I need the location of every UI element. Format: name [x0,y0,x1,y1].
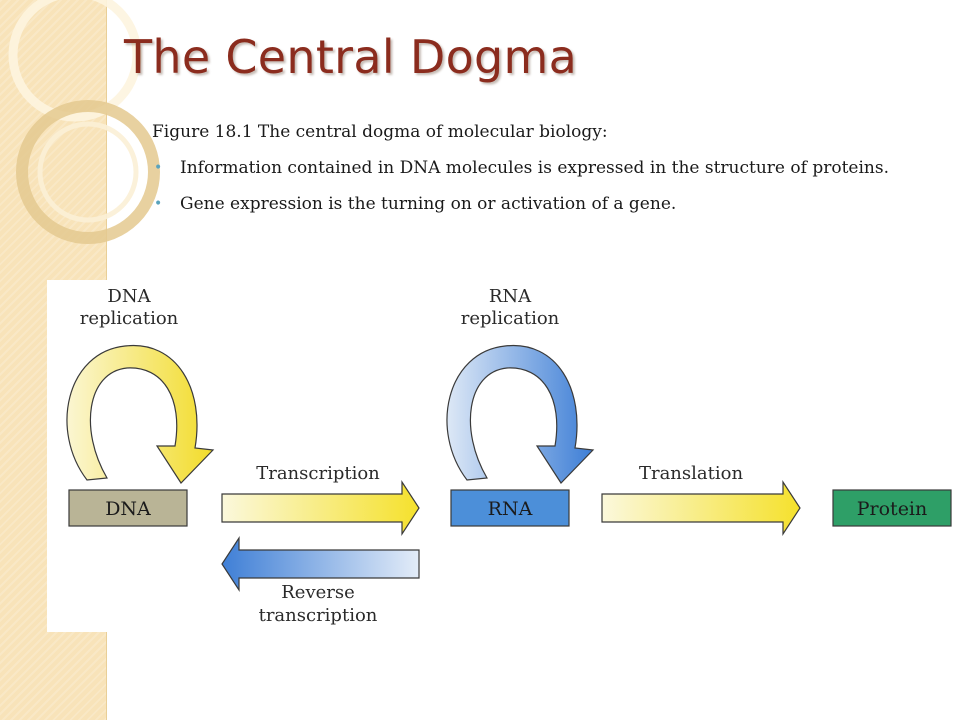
transcription-label: Transcription [256,463,380,484]
bullet-icon: • [154,160,163,176]
reverse-transcription-label: transcription [259,605,378,626]
protein-box-label: Protein [857,498,928,520]
decorative-rings [8,0,160,244]
reverse-transcription-label: Reverse [281,582,355,603]
reverse-transcription-arrow [221,535,420,593]
bullet-item: • Information contained in DNA molecules… [150,156,910,180]
dna-replication-label: DNA [107,286,151,307]
translation-arrow [601,479,801,537]
dna-replication-label: replication [80,308,179,329]
bullet-text: Information contained in DNA molecules i… [180,158,889,178]
rna-replication-arrow [446,344,595,484]
rna-box: RNA [450,489,570,527]
bullet-item: • Gene expression is the turning on or a… [150,192,910,216]
transcription-arrow [221,479,420,537]
translation-label: Translation [639,463,743,484]
bullet-icon: • [154,196,163,212]
rna-replication-label: RNA [489,286,532,307]
slide-title: The Central Dogma [124,30,578,84]
protein-box: Protein [832,489,952,527]
dna-box-label: DNA [105,498,151,520]
central-dogma-diagram: DNA replication RNA replication DNA Tran… [47,280,960,632]
dna-box: DNA [68,489,188,527]
rna-box-label: RNA [488,498,533,520]
bullet-text: Gene expression is the turning on or act… [180,194,677,214]
dna-replication-arrow [66,344,215,484]
figure-caption: Figure 18.1 The central dogma of molecul… [152,122,608,142]
rna-replication-label: replication [461,308,560,329]
bullet-list: • Information contained in DNA molecules… [150,156,910,228]
